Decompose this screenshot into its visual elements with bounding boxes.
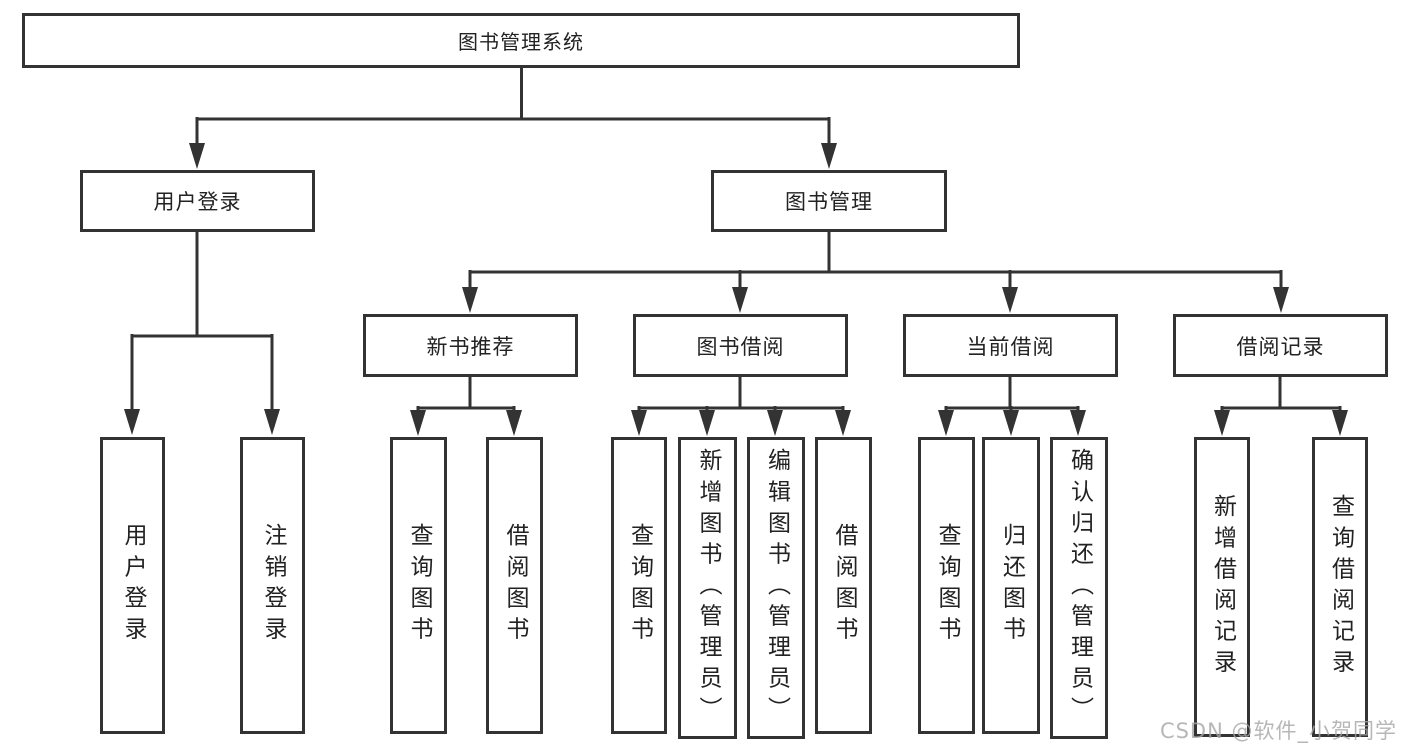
leaf-records-query-record: 查询借阅记录 <box>1312 437 1368 737</box>
leaf-user-login-label: 用户登录 <box>120 523 146 648</box>
connector-records-to-leaves <box>1220 377 1342 414</box>
leaf-borrow-edit-books-admin: 编辑图书（管理员） <box>747 437 805 739</box>
leaf-current-return-books: 归还图书 <box>982 437 1040 734</box>
leaf-borrow-query-books-label: 查询图书 <box>626 523 653 648</box>
leaf-borrow-add-books-admin-label: 新增图书（管理员） <box>695 448 721 728</box>
leaf-current-confirm-return-admin: 确认归还（管理员） <box>1050 437 1108 739</box>
leaf-logout-label: 注销登录 <box>260 523 286 648</box>
leaf-borrow-borrow-books-label: 借阅图书 <box>831 523 857 648</box>
leaf-recommend-borrow-books-label: 借阅图书 <box>502 523 528 648</box>
node-user-login: 用户登录 <box>80 170 315 232</box>
node-book-borrow: 图书借阅 <box>633 314 848 377</box>
node-new-book-recommend-label: 新书推荐 <box>426 334 515 359</box>
node-current-borrow: 当前借阅 <box>903 314 1118 377</box>
node-current-borrow-label: 当前借阅 <box>966 334 1055 359</box>
connector-root-to-level2 <box>195 66 831 147</box>
node-book-borrow-label: 图书借阅 <box>696 334 785 359</box>
connector-bookmgmt-to-level3 <box>468 232 1283 291</box>
leaf-current-query-books: 查询图书 <box>918 437 975 734</box>
leaf-recommend-query-books-label: 查询图书 <box>406 523 432 648</box>
leaf-borrow-add-books-admin: 新增图书（管理员） <box>678 437 737 739</box>
leaf-user-login: 用户登录 <box>100 437 165 734</box>
leaf-recommend-borrow-books: 借阅图书 <box>486 437 543 734</box>
leaf-current-confirm-return-admin-label: 确认归还（管理员） <box>1066 448 1093 728</box>
node-root-label: 图书管理系统 <box>458 30 584 54</box>
leaf-current-return-books-label: 归还图书 <box>998 523 1025 648</box>
node-book-management: 图书管理 <box>711 170 947 232</box>
leaf-records-add-record-label: 新增借阅记录 <box>1209 493 1236 681</box>
node-borrow-records: 借阅记录 <box>1173 314 1388 377</box>
leaf-borrow-edit-books-admin-label: 编辑图书（管理员） <box>763 448 790 728</box>
arrowhead-icons <box>124 143 1348 436</box>
node-new-book-recommend: 新书推荐 <box>363 314 578 377</box>
connector-current-to-leaves <box>944 377 1080 414</box>
connector-recommend-to-leaves <box>416 377 516 414</box>
leaf-borrow-borrow-books: 借阅图书 <box>815 437 872 734</box>
csdn-watermark: CSDN @软件_小贺同学 <box>1159 719 1397 743</box>
leaf-records-add-record: 新增借阅记录 <box>1194 437 1250 737</box>
leaf-current-query-books-label: 查询图书 <box>934 523 960 648</box>
leaf-recommend-query-books: 查询图书 <box>390 437 447 734</box>
node-book-management-label: 图书管理 <box>785 190 873 214</box>
leaf-borrow-query-books: 查询图书 <box>611 437 667 734</box>
connector-borrow-to-leaves <box>637 377 845 414</box>
node-root: 图书管理系统 <box>22 13 1020 68</box>
node-user-login-label: 用户登录 <box>153 190 242 214</box>
leaf-logout: 注销登录 <box>240 437 305 734</box>
leaf-records-query-record-label: 查询借阅记录 <box>1327 493 1354 681</box>
node-borrow-records-label: 借阅记录 <box>1236 334 1325 359</box>
connector-userlogin-to-leaves <box>130 232 274 412</box>
